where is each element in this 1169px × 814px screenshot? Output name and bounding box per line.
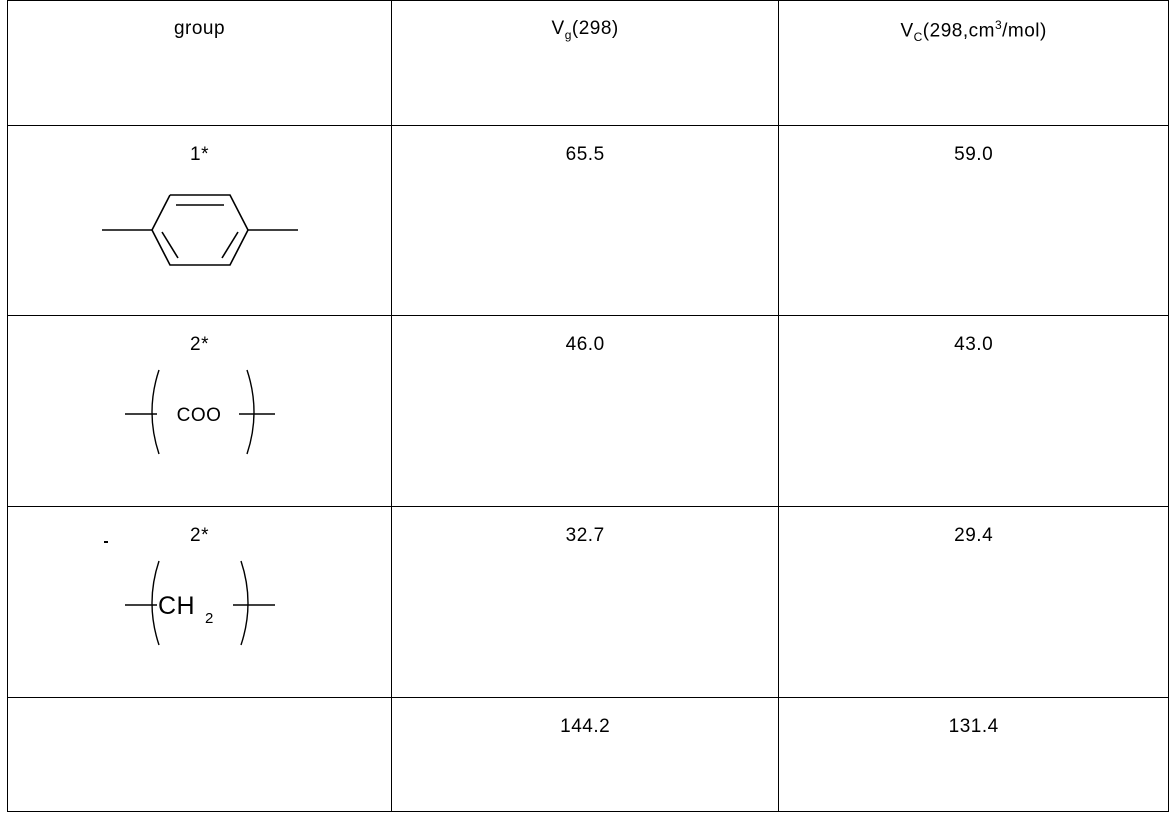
group-cell [6,697,393,812]
vg-value: 65.5 [565,144,605,165]
group-cell: 1* [6,125,393,316]
vc-total-cell: 131.4 [778,697,1169,812]
vc-cell: 43.0 [778,315,1169,507]
phenylene-structure [101,194,298,266]
header-group-label: group [173,18,226,39]
group-cell: 2* CH 2 [6,506,393,698]
vg-cell: 32.7 [391,506,780,698]
group-label: 2* [190,525,209,546]
group-volume-table: group Vg(298) VC(298,cm3/mol) 1* [6,0,1169,812]
methylene-structure: CH 2 [124,560,275,646]
header-vg-label: Vg(298) [551,18,619,42]
header-vc: VC(298,cm3/mol) [778,0,1169,126]
methylene-formula-sub: 2 [205,610,214,627]
header-group: group [6,0,393,126]
ester-formula-text: COO [176,405,221,426]
vg-value: 32.7 [565,525,605,546]
table-row: 1* 65.5 59.0 [6,125,1169,316]
header-row: group Vg(298) VC(298,cm3/mol) [6,0,1169,126]
stray-dash-mark [104,541,108,543]
vc-value: 43.0 [954,334,994,355]
group-label [8,698,391,716]
group-label: 1* [190,144,209,165]
table-row: 2* COO 46.0 43.0 [6,315,1169,507]
vg-total-cell: 144.2 [391,697,780,812]
vc-value: 59.0 [954,144,994,165]
methylene-formula-main: CH [158,592,195,620]
group-cell: 2* COO [6,315,393,507]
vg-total-value: 144.2 [560,716,611,737]
vc-cell: 29.4 [778,506,1169,698]
vc-total-value: 131.4 [948,716,999,737]
vc-cell: 59.0 [778,125,1169,316]
vg-value: 46.0 [565,334,605,355]
ester-structure: COO [124,369,275,455]
vc-value: 29.4 [954,525,994,546]
vg-cell: 46.0 [391,315,780,507]
vg-cell: 65.5 [391,125,780,316]
header-vc-label: VC(298,cm3/mol) [900,18,1047,45]
header-vg: Vg(298) [391,0,780,126]
total-row: 144.2 131.4 [6,697,1169,812]
table-row: 2* CH 2 32.7 29.4 [6,506,1169,698]
group-label: 2* [190,334,209,355]
